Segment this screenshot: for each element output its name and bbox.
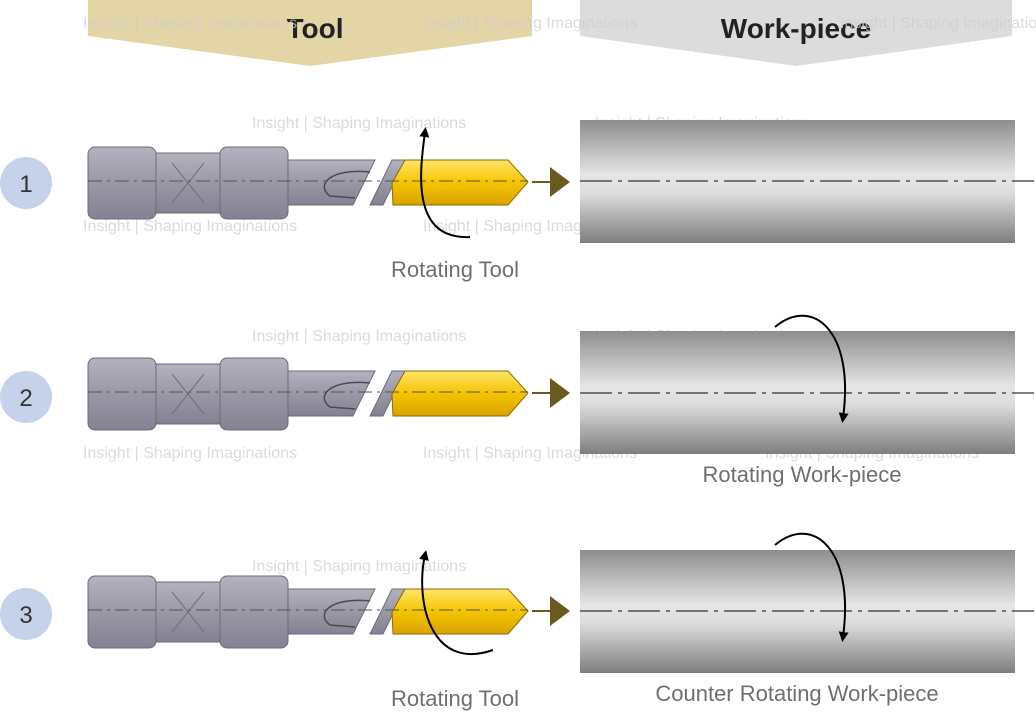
cutting-insert (391, 588, 529, 635)
step-circle (0, 157, 52, 209)
step-1: 1 Rotating Tool (0, 120, 1034, 282)
feed-arrow-icon (532, 167, 570, 197)
rotation-arrow-icon (419, 127, 471, 239)
workpiece-header: Work-piece (721, 13, 871, 44)
watermark: Insight | Shaping Imaginations (252, 115, 466, 132)
rotation-arrow-icon (419, 550, 494, 656)
feed-arrow-icon (532, 378, 570, 408)
watermark: Insight | Shaping Imaginations (83, 15, 297, 32)
watermark: Insight | Shaping Imaginations (840, 15, 1036, 32)
watermark: Insight | Shaping Imaginations (423, 15, 637, 32)
step-2: 2 Rotating Work-piece (0, 314, 1034, 487)
cutting-insert (391, 370, 529, 417)
watermark-group: Insight | Shaping Imaginations Insight |… (83, 15, 1036, 575)
tool-caption: Rotating Tool (391, 257, 519, 282)
watermark: Insight | Shaping Imaginations (83, 218, 297, 235)
tool-caption: Rotating Tool (391, 686, 519, 711)
step-number: 1 (19, 171, 32, 198)
tool-holder (87, 146, 406, 220)
rotation-arrow-icon (774, 314, 849, 423)
watermark: Insight | Shaping Imaginations (252, 328, 466, 345)
watermark: Insight | Shaping Imaginations (252, 558, 466, 575)
tool-holder (87, 575, 406, 649)
step-3: 3 Rotating Tool Counter Rotating Work-pi… (0, 532, 1034, 711)
step-number: 2 (19, 385, 32, 412)
cutting-insert (391, 159, 529, 206)
tool-header: Tool (286, 13, 343, 44)
workpiece-caption: Counter Rotating Work-piece (655, 681, 938, 706)
rotation-arrow-icon (774, 532, 849, 642)
workpiece-header-banner (580, 0, 1012, 66)
feed-arrow-icon (532, 596, 570, 626)
step-number: 3 (19, 602, 32, 629)
step-circle (0, 371, 52, 423)
step-circle (0, 588, 52, 640)
workpiece-caption: Rotating Work-piece (703, 462, 902, 487)
tool-header-banner (88, 0, 532, 66)
tool-holder (87, 357, 406, 431)
watermark: Insight | Shaping Imaginations (83, 445, 297, 462)
